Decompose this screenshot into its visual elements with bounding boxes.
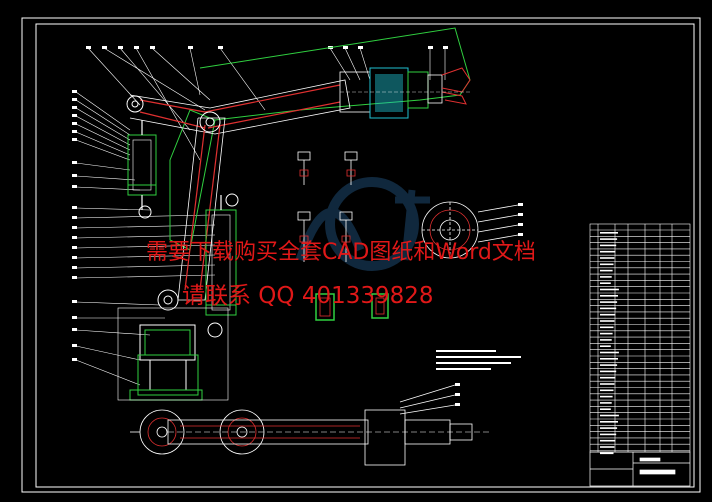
parts-table-cell-text [600, 326, 614, 329]
parts-table-cell-text [600, 257, 615, 259]
watermark-line-1: 需要下载购买全套CAD图纸和Word文档 [146, 240, 536, 265]
parts-table-cell-text [600, 332, 613, 335]
parts-table-cell-text [600, 383, 615, 385]
parts-table-cell-text [600, 452, 614, 455]
parts-table-cell-text [600, 345, 611, 347]
inner-border [35, 23, 695, 488]
parts-table-cell-text [600, 276, 612, 278]
parts-table-cell-text [600, 408, 611, 410]
parts-table-cell-text [600, 402, 612, 404]
gear-leader-labels [518, 203, 523, 236]
parts-table-cell-text [600, 244, 617, 247]
gear-section [421, 201, 519, 259]
parts-table-cell-text [600, 282, 611, 284]
gripper-assembly [339, 67, 471, 119]
bolt-details [297, 151, 358, 262]
bottom-assembly [130, 384, 490, 466]
parts-table-cell-text [600, 433, 617, 436]
leader-lines-left [75, 91, 216, 386]
parts-table-cell-text [600, 288, 619, 291]
left-cylinder [127, 120, 157, 210]
lower-arm-outline [177, 117, 226, 301]
bottom-assembly-labels [455, 383, 460, 406]
parts-table-cell-text [600, 395, 613, 398]
parts-table-cell-text [600, 263, 614, 266]
parts-table-cell-text [600, 414, 619, 417]
seal-sections [315, 293, 389, 321]
leader-lines-top [87, 47, 446, 161]
parts-table-cell-text [600, 376, 616, 379]
parts-table-cell-text [600, 421, 618, 423]
technical-notes [436, 350, 521, 370]
parts-table-cell-text [600, 364, 618, 366]
right-cylinder [205, 195, 237, 316]
parts-table-cell-text [600, 339, 612, 341]
upper-arm-outline [129, 79, 351, 135]
parts-table-cell-text [600, 320, 615, 322]
parts-table-cell-text [600, 358, 618, 360]
parts-table-cell-text [600, 389, 614, 392]
parts-table-cell-text [600, 301, 618, 303]
title-block [589, 451, 691, 487]
parts-table-cell-text [600, 295, 618, 297]
parts-table-cell-text [600, 351, 619, 354]
parts-table-cell-text [600, 313, 616, 316]
parts-table-cell-text [600, 232, 618, 234]
parts-table-cell-text [600, 446, 615, 448]
parts-table-cell-text [600, 238, 618, 240]
parts-table-cell-text [600, 427, 618, 429]
outer-border [21, 17, 701, 493]
upper-arm [139, 84, 341, 129]
base-pedestal [117, 307, 229, 401]
parts-table [589, 223, 691, 455]
parts-table-cell-text [600, 439, 616, 442]
joints [126, 95, 239, 338]
leader-labels-top [86, 46, 448, 49]
parts-table-cell-text [600, 370, 617, 373]
watermark-line-2: 请联系 QQ 401339828 [182, 283, 434, 309]
lower-arm [184, 124, 221, 291]
parts-table-cell-text [600, 269, 613, 272]
parts-table-cell-text [600, 250, 616, 253]
parts-table-cell-text [600, 307, 617, 310]
leader-labels-left [72, 90, 77, 361]
